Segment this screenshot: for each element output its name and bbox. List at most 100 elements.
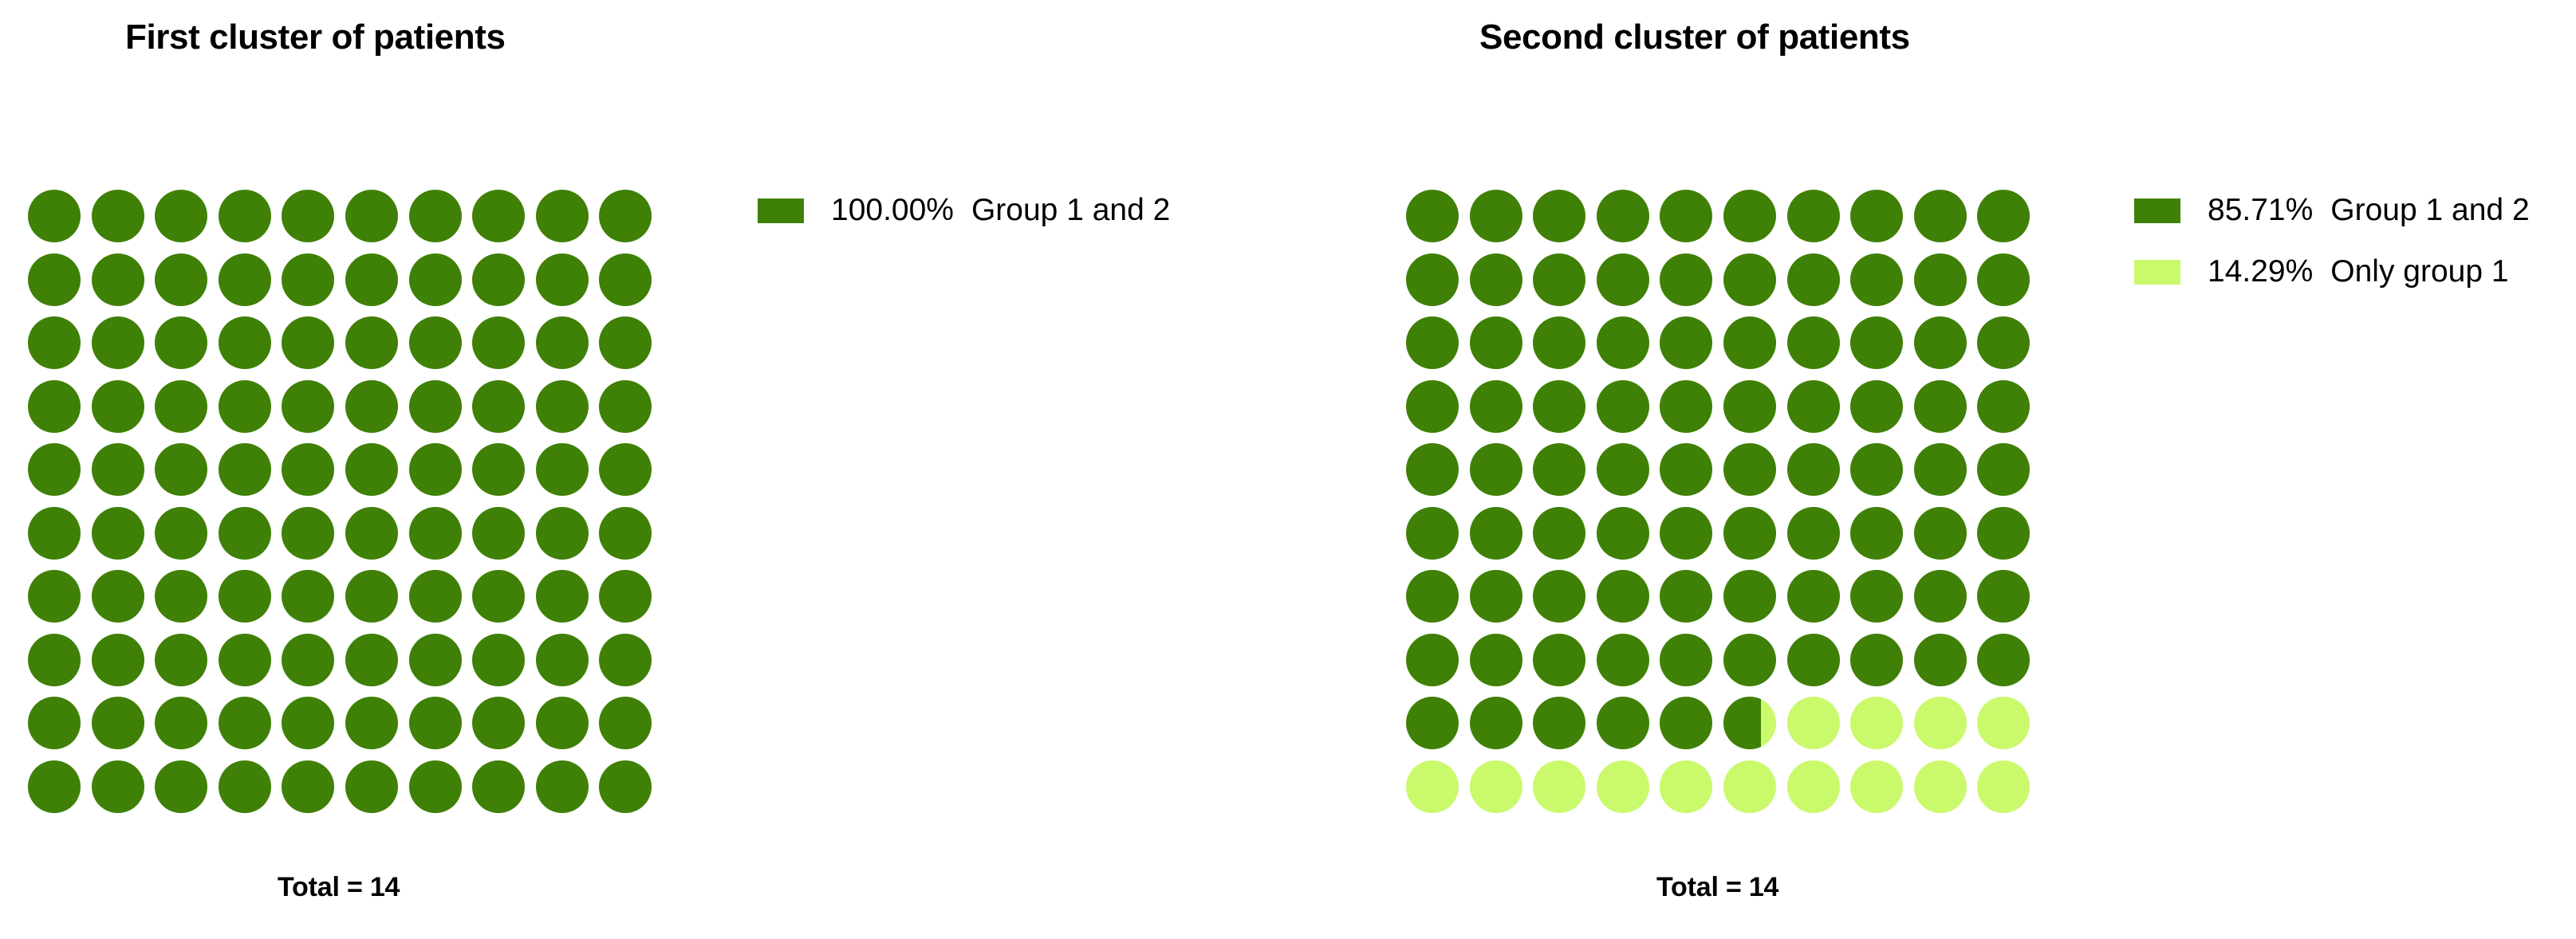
waffle-row — [28, 379, 666, 444]
waffle-dot — [155, 697, 208, 749]
waffle-row — [28, 506, 666, 571]
waffle-row — [28, 190, 666, 253]
waffle-dot — [1596, 316, 1649, 369]
waffle-dot — [218, 697, 271, 749]
waffle-dot — [1786, 379, 1840, 433]
waffle-dot — [345, 379, 398, 433]
total-label: Total = 14 — [278, 872, 400, 902]
legend-label: Only group 1 — [2330, 254, 2509, 289]
waffle-dot — [155, 633, 208, 686]
waffle-dot — [1469, 443, 1522, 496]
waffle-dot — [1786, 570, 1840, 623]
legend-item[interactable]: 85.71%Group 1 and 2 — [2134, 191, 2530, 253]
waffle-row — [1406, 253, 2044, 317]
waffle-dot — [1786, 190, 1840, 242]
waffle-dot — [535, 697, 589, 749]
waffle-dot — [345, 253, 398, 306]
waffle-dot — [1596, 190, 1649, 242]
waffle-dot — [1469, 633, 1522, 686]
waffle-dot — [1406, 190, 1459, 242]
waffle-dot — [1913, 316, 1967, 369]
waffle-dot — [599, 760, 652, 813]
waffle-row — [28, 570, 666, 634]
waffle-row — [1406, 697, 2044, 760]
waffle-row — [1406, 760, 2044, 824]
waffle-dot — [1660, 379, 1713, 433]
waffle-dot — [345, 697, 398, 749]
legend-swatch-icon — [2134, 260, 2180, 285]
waffle-dot — [1723, 570, 1776, 623]
waffle-dot — [1850, 633, 1904, 686]
waffle-dot — [282, 316, 335, 369]
waffle-dot — [472, 506, 526, 560]
waffle-dot — [1723, 760, 1776, 813]
waffle-dot — [472, 443, 526, 496]
waffle-dot — [155, 190, 208, 242]
waffle-dot — [1596, 633, 1649, 686]
waffle-dot — [345, 570, 398, 623]
waffle-dot — [91, 443, 144, 496]
waffle-dot — [1406, 633, 1459, 686]
waffle-dot — [1596, 506, 1649, 560]
waffle-dot — [218, 760, 271, 813]
waffle-dot — [1850, 443, 1904, 496]
waffle-dot — [535, 379, 589, 433]
waffle-dot — [1596, 253, 1649, 306]
waffle-dot — [282, 253, 335, 306]
waffle-dot — [1533, 190, 1586, 242]
waffle-dot — [1913, 506, 1967, 560]
waffle-dot — [1913, 253, 1967, 306]
waffle-dot — [535, 253, 589, 306]
waffle-dot — [218, 316, 271, 369]
waffle-dot — [472, 760, 526, 813]
legend-item[interactable]: 14.29%Only group 1 — [2134, 253, 2530, 314]
waffle-dot — [218, 570, 271, 623]
waffle-dot — [91, 379, 144, 433]
waffle-dot — [1977, 633, 2030, 686]
waffle-dot — [1723, 443, 1776, 496]
waffle-dot — [1406, 697, 1459, 749]
waffle-dot — [28, 506, 81, 560]
waffle-row — [28, 443, 666, 507]
waffle-dot — [1406, 443, 1459, 496]
legend-text: 100.00%Group 1 and 2 — [831, 191, 1170, 230]
waffle-row — [1406, 190, 2044, 253]
waffle-dot — [599, 697, 652, 749]
waffle-dot — [599, 570, 652, 623]
waffle-dot — [535, 190, 589, 242]
waffle-dot — [28, 697, 81, 749]
waffle-dot — [1723, 697, 1776, 749]
waffle-dot — [408, 443, 462, 496]
waffle-dot — [1913, 697, 1967, 749]
waffle-dot — [345, 633, 398, 686]
waffle-dot — [472, 253, 526, 306]
waffle-dot — [345, 760, 398, 813]
waffle-row — [28, 760, 666, 824]
waffle-dot — [408, 697, 462, 749]
waffle-dot — [1850, 697, 1904, 749]
waffle-grid — [28, 190, 666, 823]
waffle-dot — [599, 316, 652, 369]
waffle-dot — [28, 253, 81, 306]
legend-text: 85.71%Group 1 and 2 — [2208, 191, 2530, 230]
waffle-dot — [282, 190, 335, 242]
waffle-dot — [535, 633, 589, 686]
waffle-dot — [155, 506, 208, 560]
waffle-dot — [1850, 316, 1904, 369]
waffle-dot — [91, 697, 144, 749]
waffle-dot — [1660, 316, 1713, 369]
waffle-dot — [282, 379, 335, 433]
waffle-dot — [282, 570, 335, 623]
legend-percent: 100.00% — [831, 193, 954, 227]
waffle-dot — [91, 190, 144, 242]
waffle-dot — [1977, 190, 2030, 242]
legend-item[interactable]: 100.00%Group 1 and 2 — [758, 191, 1170, 253]
waffle-dot — [1596, 570, 1649, 623]
waffle-dot — [91, 760, 144, 813]
waffle-dot — [535, 760, 589, 813]
waffle-dot — [599, 506, 652, 560]
waffle-row — [28, 253, 666, 317]
waffle-dot — [218, 506, 271, 560]
waffle-panel-second-cluster: Second cluster of patients Total = 14 85… — [1288, 0, 2576, 939]
waffle-dot — [1406, 253, 1459, 306]
